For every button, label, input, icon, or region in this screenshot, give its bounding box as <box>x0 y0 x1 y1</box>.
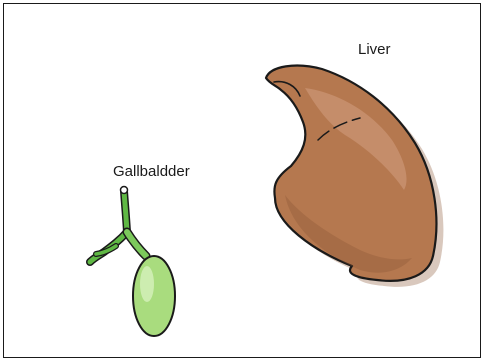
gallbladder-illustration <box>90 187 175 337</box>
gallbladder-sac <box>133 256 175 336</box>
liver-illustration <box>266 66 443 287</box>
liver-label: Liver <box>358 41 391 58</box>
gallbladder-highlight <box>140 266 154 302</box>
gallbladder-label: Gallbaldder <box>113 163 190 180</box>
